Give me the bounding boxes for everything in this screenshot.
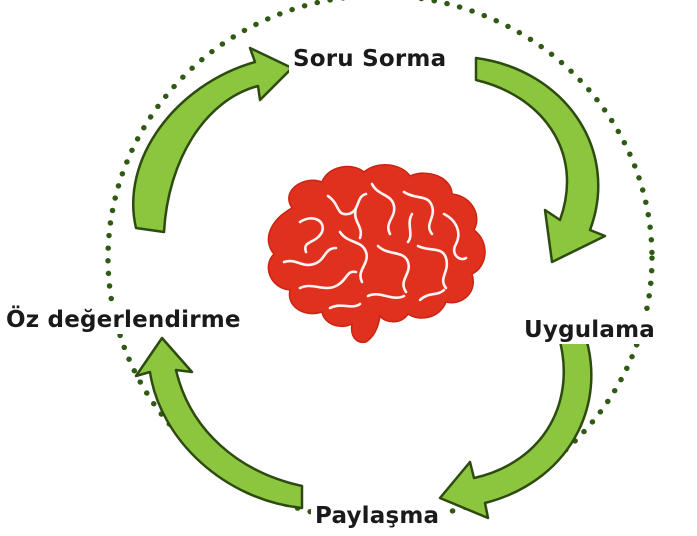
stage-label-questioning: Soru Sorma <box>289 45 450 73</box>
stage-label-self-assessment: Öz değerlendirme <box>2 306 245 334</box>
brain-icon <box>268 165 485 343</box>
stage-label-sharing: Paylaşma <box>311 502 443 530</box>
arrow-application-to-sharing <box>440 322 591 518</box>
stage-label-application: Uygulama <box>520 316 659 344</box>
arrow-sharing-to-self-assessment <box>136 338 302 508</box>
arrow-self-assessment-to-questioning <box>133 48 292 232</box>
arrow-questioning-to-application <box>476 58 605 262</box>
